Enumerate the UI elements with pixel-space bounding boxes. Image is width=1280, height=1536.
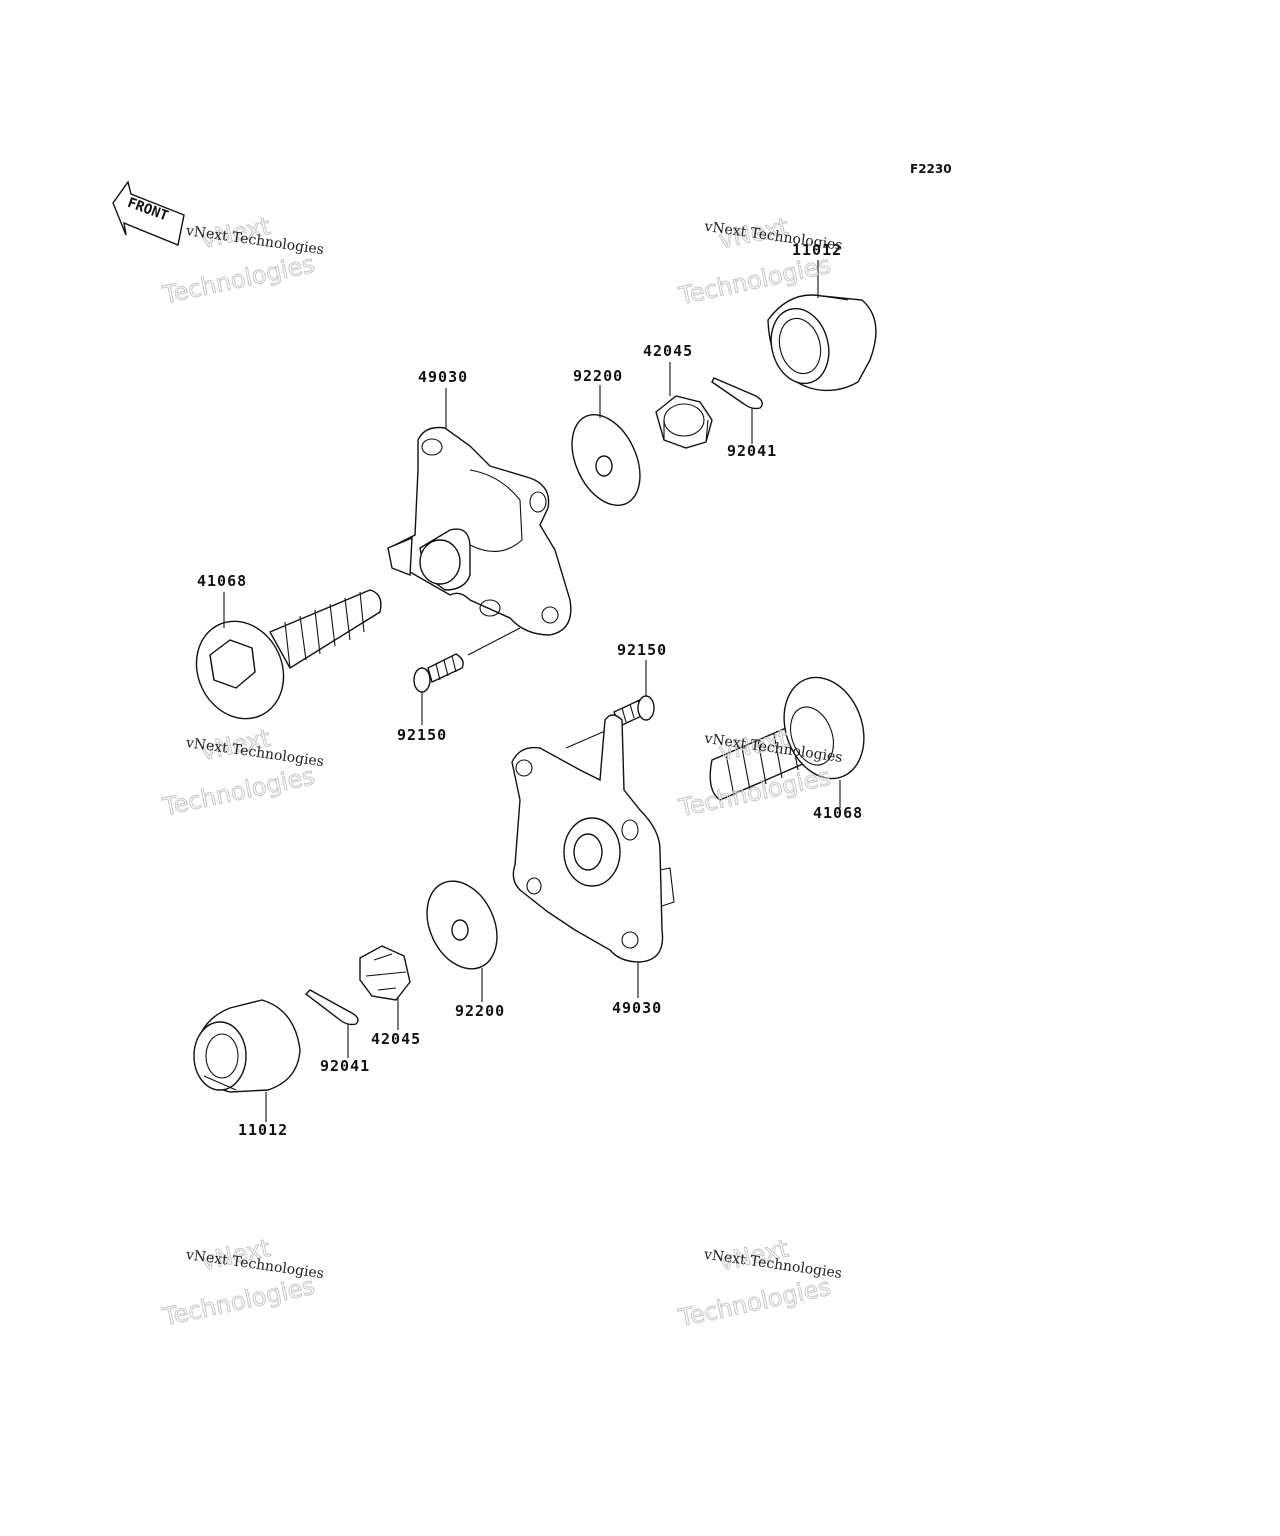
part-number-41068-upper: 41068 xyxy=(197,572,247,590)
svg-text:Technologies: Technologies xyxy=(676,1273,834,1333)
hub-lower xyxy=(511,714,675,963)
stud-upper xyxy=(413,653,464,693)
svg-text:Technologies: Technologies xyxy=(160,250,318,310)
part-number-11012-lower: 11012 xyxy=(238,1121,288,1139)
part-number-92200-upper: 92200 xyxy=(573,367,623,385)
washer-lower xyxy=(426,880,498,970)
part-number-92150-lower: 92150 xyxy=(617,641,667,659)
watermark-top-left: vNext Technologies vNext Technologies xyxy=(159,211,325,310)
cone-cap-lower xyxy=(193,999,301,1093)
castle-nut-lower xyxy=(359,945,411,1001)
hub-upper xyxy=(387,426,572,636)
part-number-92041-lower: 92041 xyxy=(320,1057,370,1075)
front-arrow-icon: FRONT xyxy=(112,180,185,246)
part-number-11012-upper: 11012 xyxy=(792,241,842,259)
castle-nut-upper xyxy=(655,395,713,449)
part-number-49030-lower: 49030 xyxy=(612,999,662,1017)
part-number-92041-upper: 92041 xyxy=(727,442,777,460)
washer-upper xyxy=(571,413,641,507)
axle-lower xyxy=(709,676,865,801)
axle-upper xyxy=(195,589,382,720)
watermark-bottom-left: vNext Technologies vNext Technologies xyxy=(159,1233,325,1332)
svg-text:Technologies: Technologies xyxy=(160,762,318,822)
part-number-42045-upper: 42045 xyxy=(643,342,693,360)
watermark-bottom-right: vNext Technologies vNext Technologies xyxy=(675,1234,843,1333)
cotter-pin-upper xyxy=(711,377,763,410)
part-number-92150-upper: 92150 xyxy=(397,726,447,744)
part-number-92200-lower: 92200 xyxy=(455,1002,505,1020)
part-number-49030-upper: 49030 xyxy=(418,368,468,386)
cotter-pin-lower xyxy=(304,989,359,1026)
part-number-42045-lower: 42045 xyxy=(371,1030,421,1048)
figure-code: F2230 xyxy=(910,162,952,176)
part-number-41068-lower: 41068 xyxy=(813,804,863,822)
watermark-mid-left: vNext Technologies vNext Technologies xyxy=(159,723,325,822)
svg-text:Technologies: Technologies xyxy=(160,1272,318,1332)
cone-cap-upper xyxy=(767,294,877,392)
